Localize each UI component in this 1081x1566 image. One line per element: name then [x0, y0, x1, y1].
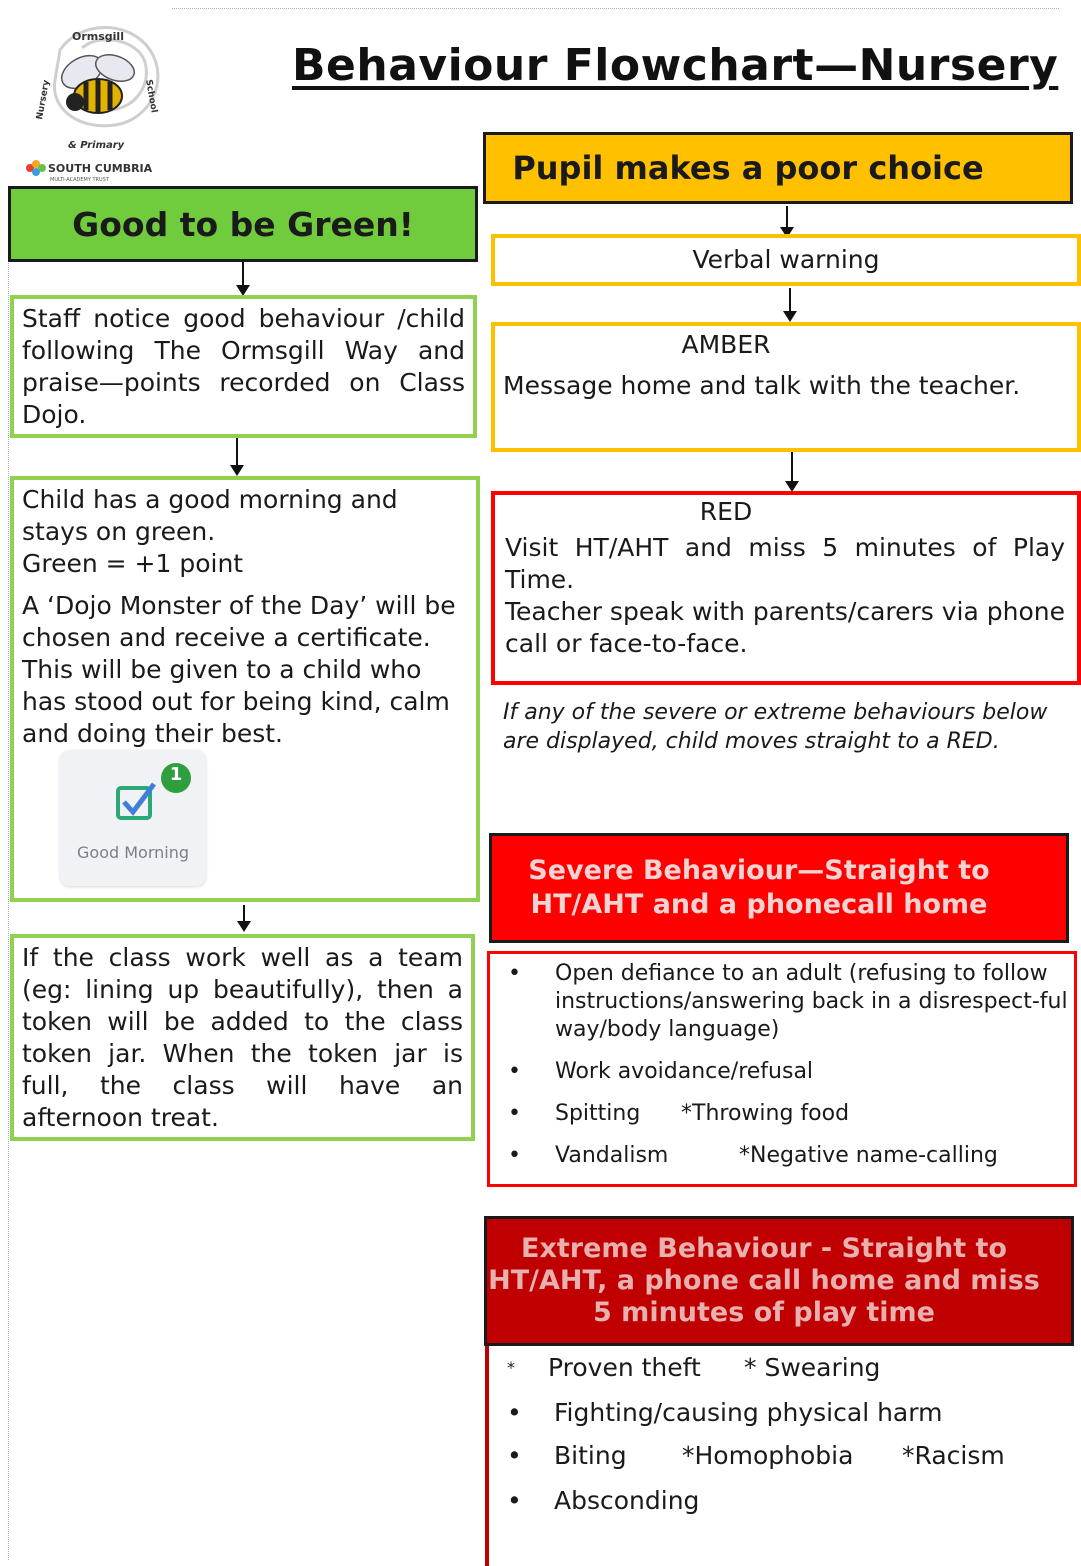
list-item: •Biting*Homophobia*Racism [507, 1441, 1005, 1470]
bee-logo-icon: Ormsgill & Primary Nursery School SOUTH … [26, 26, 160, 183]
extreme-item: Proven theft [548, 1353, 701, 1382]
severe-item: *Throwing food [681, 1101, 850, 1126]
severe-item: Spitting [555, 1101, 641, 1126]
svg-text:MULTI-ACADEMY TRUST: MULTI-ACADEMY TRUST [50, 177, 110, 183]
arrow-down-icon [785, 452, 799, 492]
green-point-text: Green = +1 point [22, 549, 244, 578]
list-item: •Open defiance to an adult (refusing to … [508, 961, 1068, 1042]
red-note: If any of the severe or extreme behaviou… [503, 700, 1048, 754]
amber-text: Message home and talk with the teacher. [503, 371, 1021, 400]
arrow-down-icon [237, 905, 251, 932]
list-item: •Work avoidance/refusal [508, 1059, 814, 1084]
severe-item: Work avoidance/refusal [555, 1059, 814, 1084]
severe-item: Vandalism [555, 1143, 669, 1168]
poor-choice-heading: Pupil makes a poor choice [483, 132, 1073, 204]
green-step-team-token: If the class work well as a team (eg: li… [10, 934, 475, 1141]
list-item: •Fighting/causing physical harm [507, 1398, 943, 1427]
extreme-item: Biting [554, 1441, 627, 1470]
dojo-good-morning-card: 1 Good Morning [60, 750, 206, 886]
svg-text:& Primary: & Primary [68, 140, 125, 151]
severe-item: *Negative name-calling [739, 1143, 998, 1168]
arrow-down-icon [236, 262, 250, 296]
svg-text:Nursery: Nursery [35, 79, 52, 120]
extreme-item: Fighting/causing physical harm [554, 1398, 943, 1427]
checkbox-icon [116, 763, 191, 820]
arrow-down-icon [780, 206, 794, 238]
green-step-praise: Staff notice good behaviour /child follo… [10, 295, 477, 438]
svg-text:Ormsgill: Ormsgill [72, 30, 124, 43]
severe-behaviour-heading: Severe Behaviour—Straight to HT/AHT and … [489, 833, 1069, 943]
extreme-behaviour-heading: Extreme Behaviour - Straight to HT/AHT, … [484, 1216, 1074, 1346]
amber-box: AMBER Message home and talk with the tea… [491, 322, 1081, 452]
severe-item: Open defiance to an adult (refusing to f… [555, 961, 1068, 1042]
badge-count: 1 [169, 764, 183, 785]
svg-text:SOUTH CUMBRIA: SOUTH CUMBRIA [48, 162, 153, 175]
left-divider [8, 260, 9, 1560]
amber-title: AMBER [681, 330, 771, 359]
red-box: RED Visit HT/AHT and miss 5 minutes of P… [491, 491, 1081, 685]
dojo-label: Good Morning [77, 843, 189, 862]
top-divider [172, 8, 1059, 9]
verbal-warning-box: Verbal warning [491, 234, 1081, 286]
good-morning-text: Child has a good morning and stays on gr… [22, 485, 398, 546]
severe-behaviour-list: •Open defiance to an adult (refusing to … [487, 951, 1077, 1187]
red-text-teacher: Teacher speak with parents/carers via ph… [505, 597, 1065, 658]
school-logo: Ormsgill & Primary Nursery School SOUTH … [20, 10, 175, 185]
list-item: •Absconding [507, 1486, 700, 1515]
extreme-item: *Homophobia [682, 1441, 854, 1470]
extreme-item: *Racism [902, 1441, 1005, 1470]
extreme-item: * Swearing [744, 1353, 881, 1382]
page-title: Behaviour Flowchart—Nursery [292, 40, 1059, 91]
arrow-down-icon [230, 438, 244, 476]
good-to-be-green-heading: Good to be Green! [8, 186, 478, 262]
list-item: *Proven theft* Swearing [507, 1353, 881, 1382]
list-item: •Vandalism*Negative name-calling [508, 1143, 998, 1168]
arrow-down-icon [783, 288, 797, 322]
list-item: •Spitting*Throwing food [508, 1101, 850, 1126]
extreme-item: Absconding [554, 1486, 700, 1515]
extreme-behaviour-list: *Proven theft* Swearing •Fighting/causin… [485, 1346, 1075, 1566]
red-text-visit: Visit HT/AHT and miss 5 minutes of Play … [505, 533, 1065, 594]
dojo-monster-text: A ‘Dojo Monster of the Day’ will be chos… [22, 591, 456, 748]
red-title: RED [699, 497, 753, 526]
